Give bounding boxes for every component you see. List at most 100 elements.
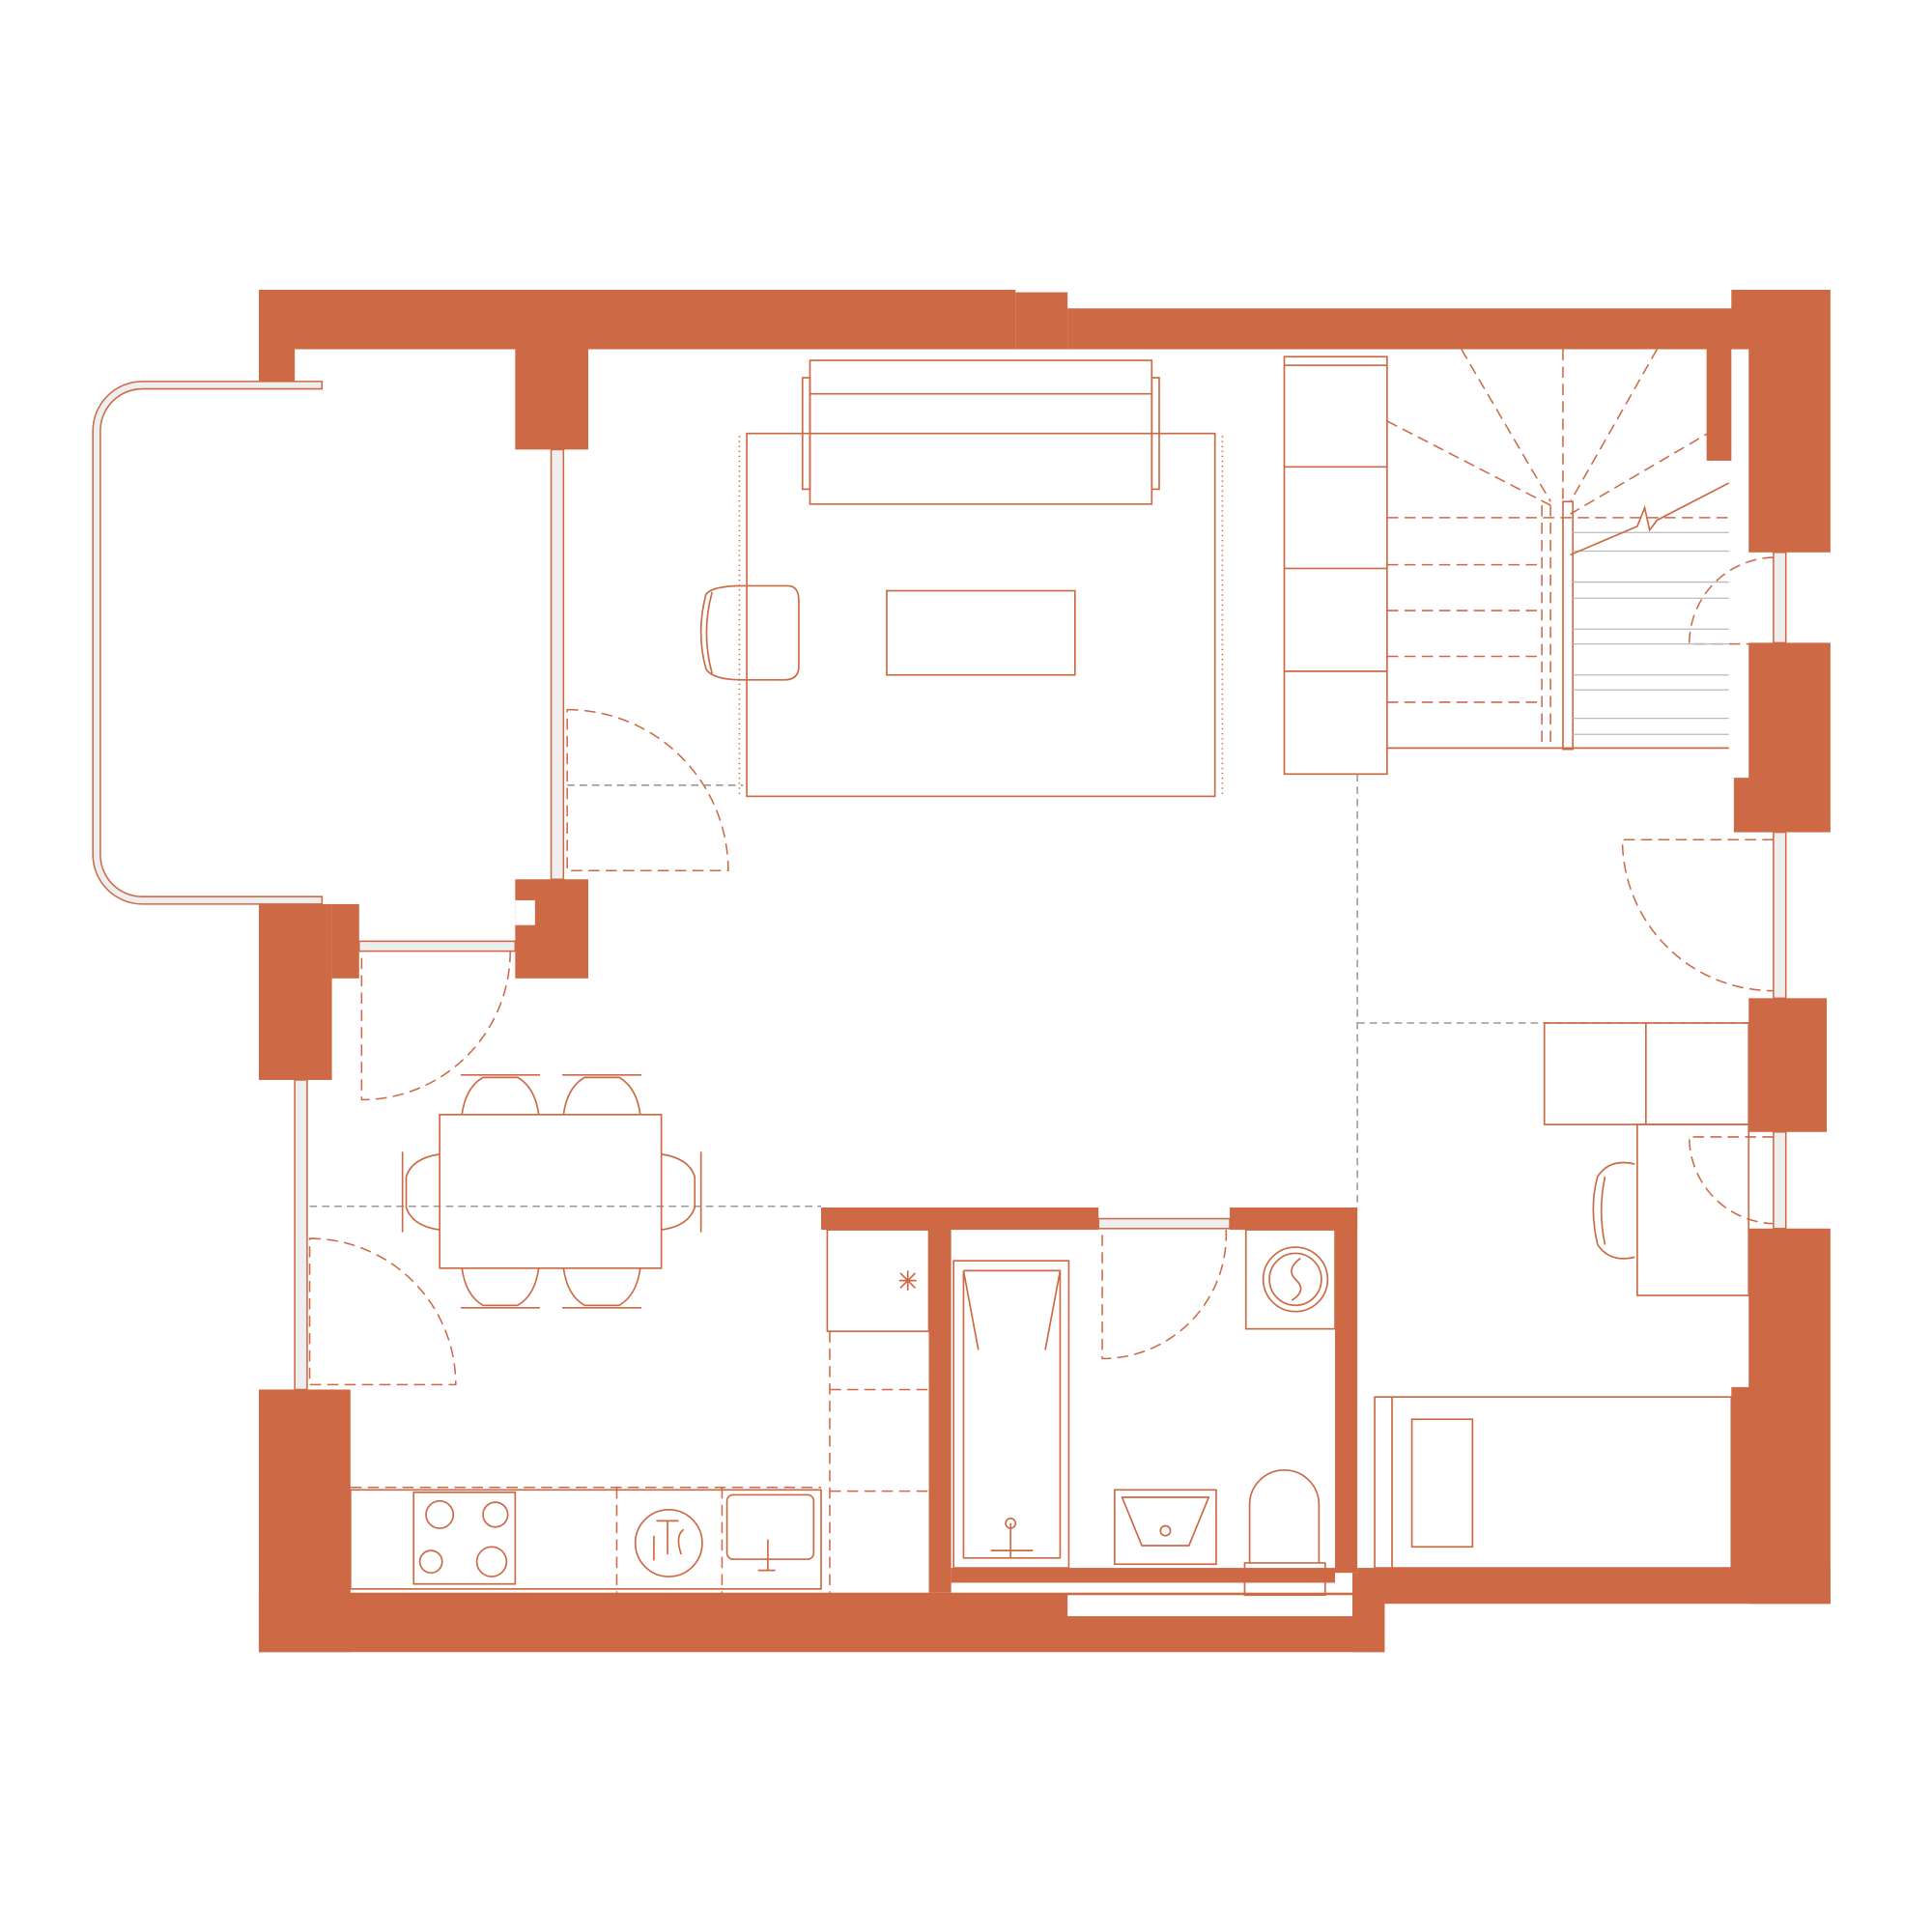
hob-ring-3 bbox=[418, 1549, 443, 1575]
door-swing-study bbox=[1688, 1136, 1774, 1225]
windows bbox=[294, 448, 1787, 1391]
kitchen-sink bbox=[725, 1493, 815, 1560]
stair-treads-lower bbox=[1573, 531, 1729, 735]
bathtub bbox=[952, 1260, 1070, 1569]
zone-lines bbox=[309, 774, 1749, 1208]
stair-break-line bbox=[1386, 482, 1730, 750]
door-swing-hall bbox=[1621, 838, 1774, 992]
washbasin bbox=[1114, 1489, 1217, 1566]
dining-chair-bottom-1 bbox=[460, 1267, 540, 1309]
hob bbox=[412, 1492, 517, 1585]
desk bbox=[1636, 1123, 1750, 1296]
wall-bath-left bbox=[928, 1208, 952, 1593]
bathtub-inner bbox=[962, 1269, 1062, 1559]
window-study bbox=[1773, 1131, 1787, 1230]
study bbox=[1543, 1022, 1750, 1296]
dining-table bbox=[439, 1114, 663, 1269]
washbasin-bowl bbox=[1121, 1496, 1210, 1547]
window-stair bbox=[1773, 552, 1787, 644]
wall-top-right bbox=[1067, 308, 1737, 350]
wall-right-2 bbox=[1748, 642, 1831, 833]
bathroom bbox=[952, 1229, 1336, 1597]
wall-bath-right bbox=[1335, 1208, 1358, 1574]
balcony-railing bbox=[92, 381, 324, 905]
dining-chair-top-2 bbox=[562, 1073, 642, 1115]
wall-right-1 bbox=[1748, 349, 1831, 553]
kitchen-counter bbox=[349, 1489, 822, 1590]
wall-bath-bottom bbox=[951, 1568, 1336, 1583]
wall-right-2b bbox=[1733, 778, 1751, 833]
wall-top-left bbox=[258, 290, 1016, 350]
coffee-table bbox=[886, 589, 1076, 676]
column-notch bbox=[515, 900, 535, 925]
wall-right-3 bbox=[1748, 998, 1828, 1132]
cupboard-dividers bbox=[1284, 364, 1387, 672]
door-swing-dining-left bbox=[308, 1237, 457, 1386]
fridge-unit bbox=[826, 1229, 930, 1333]
wall-bath-top-right bbox=[1230, 1208, 1358, 1231]
wall-bath-top-left bbox=[821, 1208, 1099, 1231]
living-room-furniture bbox=[699, 359, 1224, 798]
wall-bottom-step bbox=[1352, 1573, 1385, 1653]
doors bbox=[308, 556, 1774, 1386]
column-living-top bbox=[515, 349, 588, 450]
washing-machine-drum bbox=[1262, 1246, 1329, 1313]
walls bbox=[258, 290, 1831, 1653]
armchair bbox=[699, 584, 800, 681]
dining-chair-top-1 bbox=[460, 1073, 540, 1115]
window-balcony-door bbox=[550, 448, 565, 881]
bedroom bbox=[1374, 1396, 1733, 1569]
rug bbox=[746, 432, 1216, 798]
sofa bbox=[809, 359, 1153, 505]
wall-left-mid bbox=[258, 903, 332, 1080]
window-dining-top bbox=[358, 940, 517, 952]
column-living-bottom bbox=[515, 879, 588, 979]
bed bbox=[1374, 1396, 1733, 1569]
hob-ring-4 bbox=[475, 1546, 508, 1577]
wall-bottom-notch bbox=[1067, 1595, 1352, 1617]
washing-machine-swirl bbox=[1291, 1257, 1302, 1301]
bed-pillow bbox=[1410, 1418, 1474, 1548]
stair-treads-upper bbox=[1386, 349, 1730, 749]
washbasin-tap bbox=[1159, 1524, 1172, 1537]
dining-chair-left bbox=[401, 1151, 440, 1233]
stair-newel bbox=[1562, 500, 1575, 751]
dishwasher-glass-icon bbox=[653, 1520, 685, 1561]
balcony bbox=[92, 381, 324, 905]
window-bath bbox=[1097, 1217, 1231, 1230]
kitchen-wall-units bbox=[350, 1331, 929, 1593]
door-swing-stair bbox=[1688, 556, 1774, 645]
dishwasher-icon bbox=[634, 1508, 703, 1577]
dining-furniture bbox=[401, 1073, 702, 1309]
stair-cupboard bbox=[1283, 355, 1388, 776]
toilet bbox=[1243, 1469, 1326, 1597]
wall-bedroom-bottom bbox=[1357, 1568, 1831, 1605]
washing-machine bbox=[1244, 1229, 1336, 1330]
door-swing-dining-top bbox=[360, 951, 511, 1101]
wall-right-4 bbox=[1748, 1228, 1831, 1605]
washing-machine-drum-inner bbox=[1268, 1252, 1322, 1307]
wall-right-4b bbox=[1731, 1386, 1751, 1574]
fridge-star-icon bbox=[898, 1270, 917, 1291]
sofa-arm-right bbox=[1151, 377, 1160, 491]
hob-ring-2 bbox=[482, 1501, 509, 1528]
door-swing-bath bbox=[1101, 1230, 1228, 1360]
wall-left-top bbox=[258, 349, 296, 382]
wall-left-mid-b bbox=[331, 903, 359, 979]
kitchen bbox=[349, 1229, 930, 1593]
sofa-arm-left bbox=[801, 377, 811, 491]
door-swing-balcony bbox=[566, 708, 729, 872]
hob-ring-1 bbox=[425, 1500, 455, 1529]
window-dining-left bbox=[294, 1079, 308, 1391]
staircase bbox=[1283, 349, 1730, 776]
wall-corner-ne bbox=[1731, 290, 1831, 350]
desk-chair bbox=[1592, 1161, 1635, 1260]
wall-top-mid bbox=[1015, 292, 1068, 350]
dining-chair-bottom-2 bbox=[562, 1267, 642, 1309]
wall-stair-post bbox=[1706, 349, 1732, 461]
bath-tap-head bbox=[1005, 1517, 1017, 1529]
dining-chair-right bbox=[661, 1151, 702, 1233]
sink-tap bbox=[757, 1539, 776, 1572]
window-hall bbox=[1773, 831, 1787, 1000]
